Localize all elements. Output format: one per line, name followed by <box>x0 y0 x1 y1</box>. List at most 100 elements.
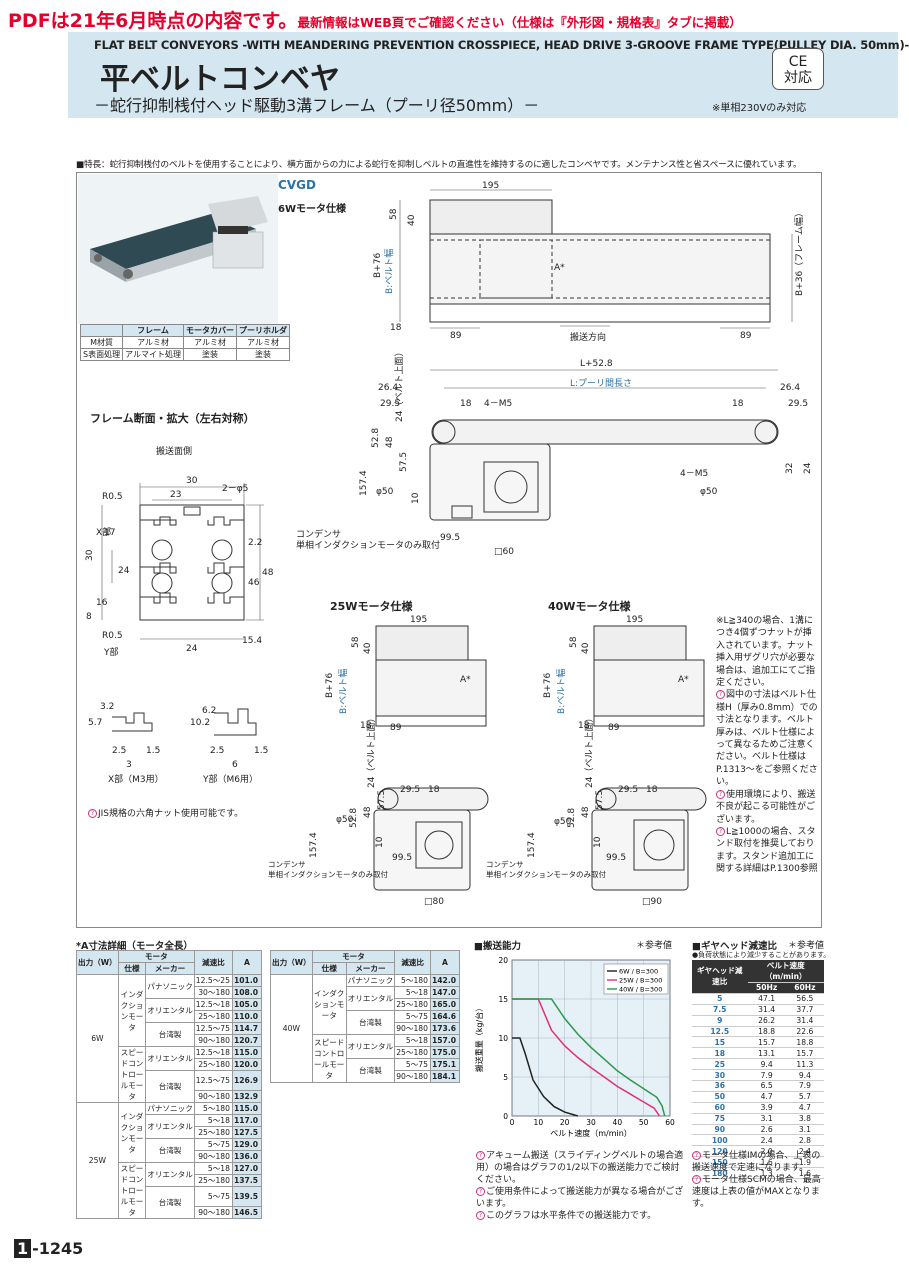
a-value-cell: 101.0 <box>231 974 263 987</box>
title-english: FLAT BELT CONVEYORS -WITH MEANDERING PRE… <box>94 38 909 52</box>
ratio-cell: 9 <box>692 1015 748 1027</box>
svg-text:2－φ5: 2－φ5 <box>222 484 248 494</box>
speed-cell: 31.4 <box>785 1015 824 1027</box>
svg-text:99.5: 99.5 <box>392 853 412 863</box>
type-cell: スピードコントロールモータ <box>117 1046 147 1103</box>
svg-text:8: 8 <box>86 612 92 622</box>
a-value-cell: 108.0 <box>231 986 263 999</box>
svg-text:2.2: 2.2 <box>248 538 262 548</box>
speed-cell: 2.8 <box>785 1134 824 1147</box>
maker-cell: オリエンタル <box>145 1046 195 1071</box>
a-value-cell: 136.0 <box>231 1150 263 1163</box>
y-tick-label: 5 <box>503 1073 508 1082</box>
svg-text:17: 17 <box>104 528 115 538</box>
a-value-cell: 164.6 <box>429 1010 461 1023</box>
maker-cell: オリエンタル <box>345 986 396 1011</box>
a-value-cell: 142.0 <box>429 974 461 987</box>
motor-25w-label: 25Wモータ仕様 <box>330 600 413 613</box>
a-value-cell: 137.5 <box>231 1174 263 1187</box>
ratio-cell: 5～18 <box>193 1162 233 1175</box>
svg-text:10: 10 <box>593 836 603 848</box>
svg-text:3: 3 <box>126 760 132 770</box>
ratio-cell: 90～180 <box>394 1022 431 1035</box>
a-value-cell: 110.0 <box>231 1010 263 1023</box>
speed-cell: 6.5 <box>747 1080 786 1092</box>
y-axis-label: 搬送重量（kg/台） <box>474 1004 484 1072</box>
a-value-cell: 120.7 <box>231 1034 263 1047</box>
tip-icon: ? <box>476 1187 485 1196</box>
svg-text:18: 18 <box>732 399 744 409</box>
ratio-cell: 90 <box>692 1124 748 1136</box>
ratio-cell: 5～180 <box>193 1102 233 1115</box>
speed-cell: 31.4 <box>747 1004 786 1016</box>
material-table: フレームモータカバープーリホルダ M材質アルミ材アルミ材アルミ材 S表面処理アル… <box>79 324 290 361</box>
ratio-cell: 5～18 <box>193 1114 233 1127</box>
frame-section-title: フレーム断面・拡大（左右対称） <box>90 412 255 425</box>
svg-text:157.4: 157.4 <box>359 470 369 496</box>
svg-text:157.4: 157.4 <box>527 832 537 858</box>
svg-text:搬送方向: 搬送方向 <box>570 331 606 343</box>
svg-text:29.5: 29.5 <box>618 785 638 795</box>
svg-text:18: 18 <box>390 323 402 333</box>
motor-25w-40w-drawings: 195 195 58 40 58 40 B+76 B+76 B:ベルト幅 B:ベ… <box>309 615 707 907</box>
ratio-cell: 120 <box>692 1145 748 1158</box>
speed-cell: 7.9 <box>785 1080 824 1092</box>
a-value-cell: 175.0 <box>429 1046 461 1059</box>
speed-cell: 18.8 <box>785 1036 824 1049</box>
a-value-cell: 146.5 <box>231 1206 263 1219</box>
a-value-cell: 175.1 <box>429 1058 461 1071</box>
output-cell: 6W <box>76 974 119 1103</box>
a-value-cell: 127.0 <box>231 1162 263 1175</box>
svg-text:18: 18 <box>460 399 472 409</box>
svg-text:B+36（フレーム幅）: B+36（フレーム幅） <box>793 208 805 296</box>
maker-cell: オリエンタル <box>345 1034 396 1059</box>
speed-cell: 7.9 <box>747 1069 786 1082</box>
svg-text:195: 195 <box>482 181 499 191</box>
svg-text:32: 32 <box>785 463 795 474</box>
ratio-cell: 150 <box>692 1156 748 1169</box>
speed-cell: 11.3 <box>785 1058 824 1071</box>
gear-ref: ＊参考値 <box>788 941 825 951</box>
speed-cell: 5.7 <box>785 1091 824 1103</box>
svg-text:24: 24 <box>803 462 813 474</box>
speed-cell: 3.9 <box>747 1102 786 1114</box>
a-value-cell: 127.5 <box>231 1126 263 1139</box>
drawing-frame <box>76 172 822 928</box>
svg-text:Y部: Y部 <box>103 646 119 658</box>
svg-text:58: 58 <box>351 636 361 648</box>
speed-cell: 18.8 <box>747 1026 786 1038</box>
ratio-cell: 25～180 <box>193 1174 233 1187</box>
ratio-cell: 50 <box>692 1091 748 1103</box>
svg-text:57.5: 57.5 <box>377 790 387 810</box>
ratio-cell: 12.5～18 <box>193 1046 233 1059</box>
conveying-side-label: 搬送面側 <box>156 447 193 457</box>
svg-text:18: 18 <box>360 721 372 731</box>
motor-6w-label: 6Wモータ仕様 <box>278 204 346 215</box>
speed-cell: 2.4 <box>747 1134 786 1147</box>
capacity-title: ■搬送能力 <box>474 941 521 952</box>
type-cell: スピードコントロールモータ <box>117 1162 147 1219</box>
ratio-cell: 5～75 <box>193 1138 233 1151</box>
speed-cell: 3.8 <box>785 1113 824 1125</box>
ratio-cell: 12.5～18 <box>193 998 233 1011</box>
svg-text:5.7: 5.7 <box>88 718 102 728</box>
svg-text:29.5: 29.5 <box>788 399 808 409</box>
